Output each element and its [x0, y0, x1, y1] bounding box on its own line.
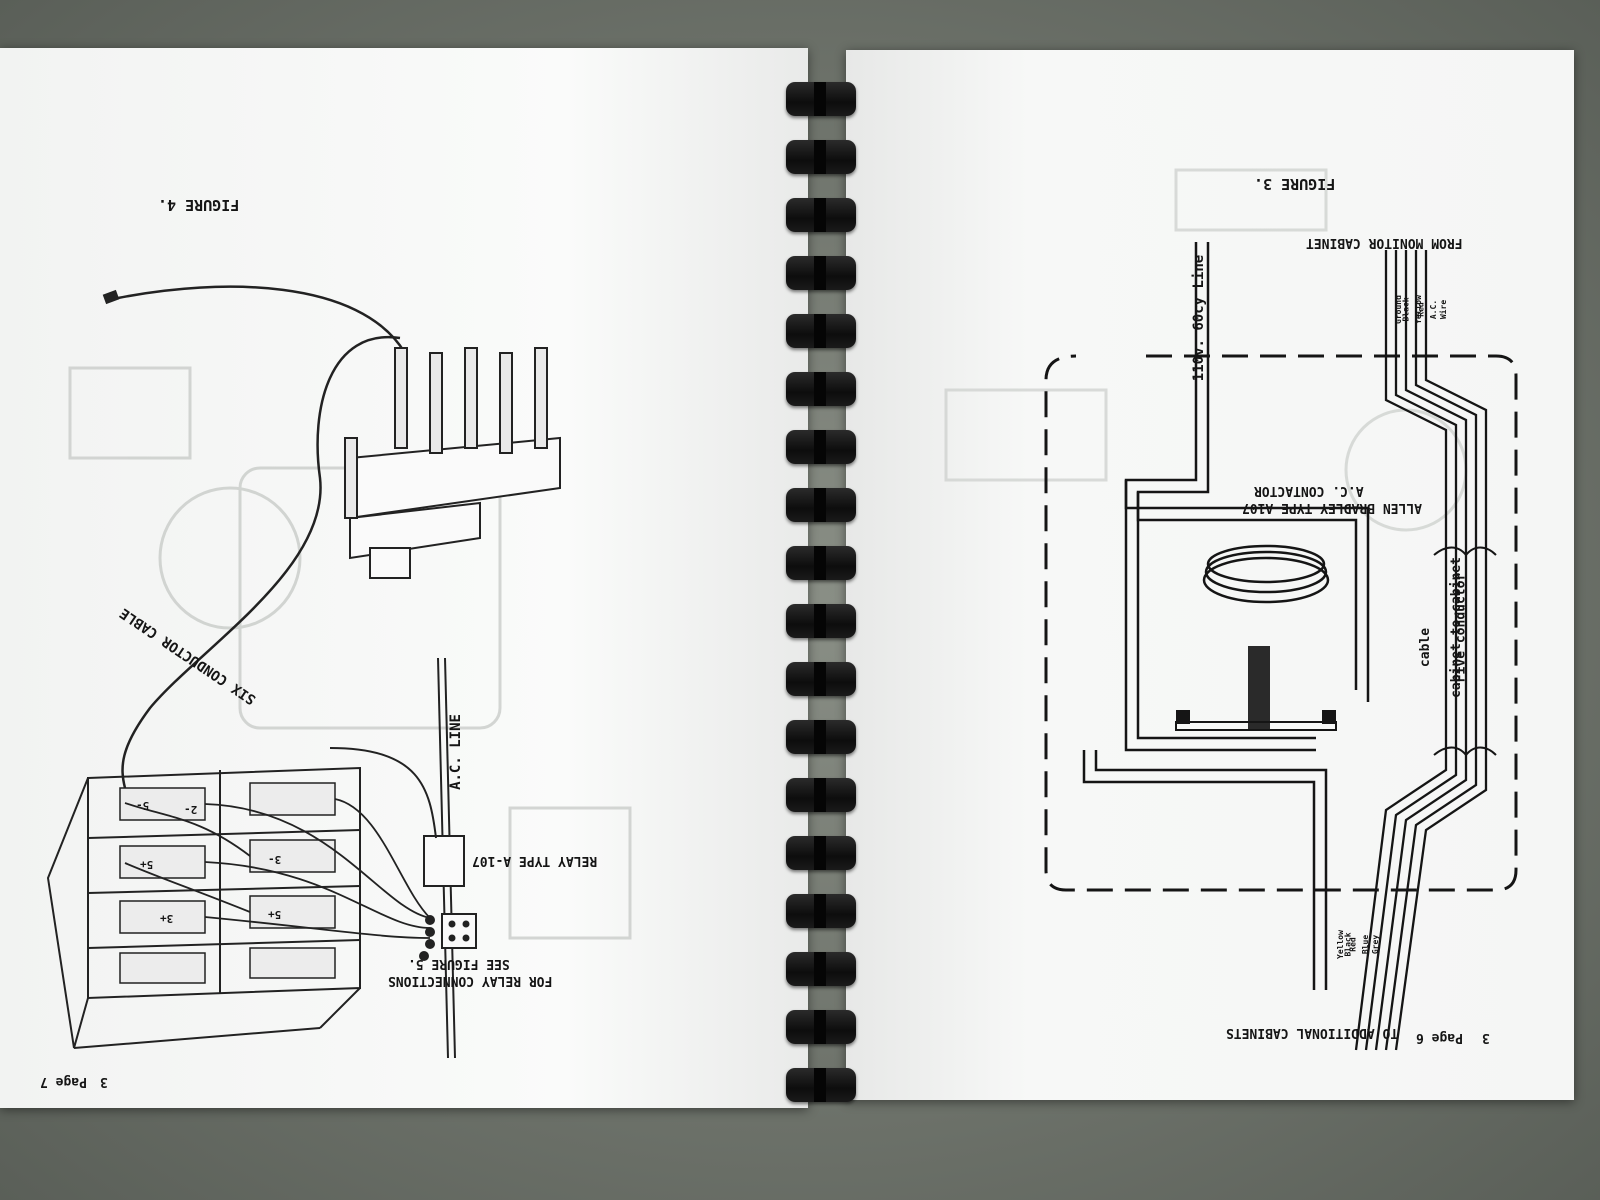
- to-additional-label: TO ADDITIONAL CABINETS: [1226, 1025, 1399, 1040]
- binding-coil: [786, 604, 856, 638]
- wire-colors-top: Ground Black Yellow Red A.C. Wire: [1393, 295, 1449, 324]
- page-footer-label: Page 6: [1416, 1030, 1463, 1045]
- binding-coil: [786, 546, 856, 580]
- relay-connections-line1: FOR RELAY CONNECTIONS: [388, 973, 553, 988]
- slot-label: 3+: [160, 912, 174, 925]
- slot-label: 5+: [268, 908, 282, 921]
- relay-connections-line2: SEE FIGURE 5.: [408, 956, 510, 971]
- figure-4-diagram: [46, 285, 632, 1059]
- spiral-binding: [786, 72, 858, 1122]
- figure-caption: FIGURE 3.: [1254, 175, 1336, 193]
- page-footer-number: 3: [1482, 1030, 1490, 1045]
- five-conductor-line2: cabinet to cabinet: [1448, 557, 1464, 698]
- contactor-label-line1: ALLEN BRADLEY TYPE A107: [1242, 500, 1423, 515]
- binding-coil: [786, 778, 856, 812]
- binding-coil: [786, 720, 856, 754]
- figure-3-diagram: [944, 168, 1518, 1051]
- binding-coil: [786, 1010, 856, 1044]
- binding-coil: [786, 140, 856, 174]
- binding-coil: [786, 488, 856, 522]
- line-voltage-label: 110v. 60cy Line: [1191, 254, 1208, 382]
- slot-label: 5+: [140, 858, 154, 871]
- relay-type-label: RELAY TYPE A-107: [472, 853, 598, 868]
- binding-coil: [786, 430, 856, 464]
- binding-coil: [786, 256, 856, 290]
- binding-coil: [786, 1068, 856, 1102]
- figure-caption: FIGURE 4.: [158, 196, 240, 214]
- page-footer-number: 3: [100, 1074, 108, 1089]
- from-monitor-label: FROM MONITOR CABINET: [1306, 235, 1463, 250]
- wire-colors-bottom: Yellow Black Red Blue Grey: [1335, 930, 1381, 959]
- contactor-label-line2: A.C. CONTACTOR: [1254, 483, 1364, 498]
- binding-coil: [786, 894, 856, 928]
- left-page: FIGURE 4. SIX CONDUCTOR CABLE A.C. LINE …: [0, 48, 808, 1108]
- binding-coil: [786, 82, 856, 116]
- ac-line-label: A.C. LINE: [447, 714, 464, 790]
- binding-coil: [786, 372, 856, 406]
- slot-label: 3-: [268, 853, 282, 866]
- five-conductor-line3: cable: [1418, 627, 1434, 668]
- binding-coil: [786, 836, 856, 870]
- binding-coil: [786, 952, 856, 986]
- binding-coil: [786, 662, 856, 696]
- page-footer-label: Page 7: [40, 1074, 87, 1089]
- slot-label: 2-: [184, 803, 198, 816]
- binding-coil: [786, 198, 856, 232]
- binding-coil: [786, 314, 856, 348]
- slot-label: 5-: [136, 799, 150, 812]
- right-page: FIGURE 3. FROM MONITOR CABINET 110v. 60c…: [846, 50, 1574, 1100]
